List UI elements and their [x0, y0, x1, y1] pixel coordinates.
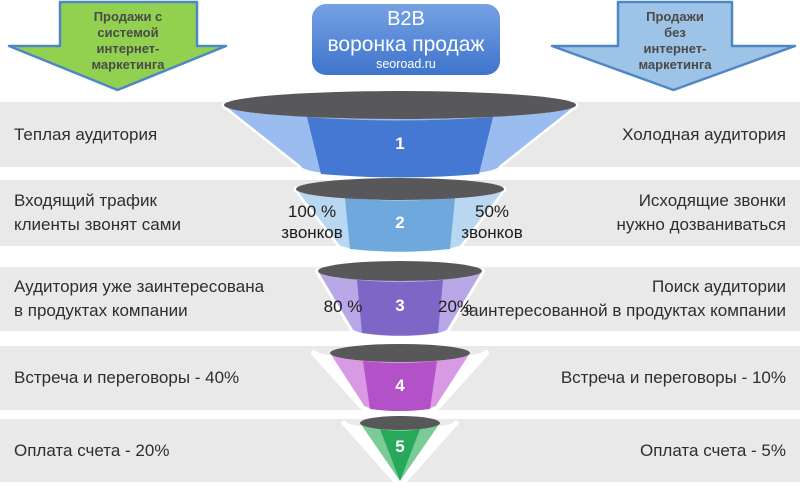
funnel-level-1-number: 1 [395, 134, 404, 153]
band-4-left-label: Встреча и переговоры - 40% [14, 346, 239, 410]
band-row-2: Входящий трафик клиенты звонят сами Исхо… [0, 180, 800, 246]
funnel-level-4: 4 [311, 344, 489, 414]
band-2-left-line2: клиенты звонят сами [14, 215, 181, 234]
funnel-level-2-front [345, 198, 455, 252]
band-2-right-line1: Исходящие звонки [638, 191, 786, 210]
annotation-incoming-calls-unit: звонков [281, 223, 343, 242]
funnel-level-1-front [307, 117, 493, 178]
band-2-left-label: Входящий трафик клиенты звонят сами [14, 180, 181, 246]
annotation-outgoing-calls: 50% звонков [432, 201, 552, 243]
band-3-right-label: Поиск аудитории заинтересованной в проду… [461, 267, 786, 331]
band-5-right-line1: Оплата счета - 5% [640, 440, 786, 460]
right-arrow-line3: интернет- [643, 41, 707, 56]
band-1-left-line1: Теплая аудитория [14, 124, 158, 144]
left-arrow-line2: системой [97, 25, 159, 40]
annotation-incoming-calls-value: 100 % [287, 202, 337, 221]
band-5-left-line1: Оплата счета - 20% [14, 440, 170, 460]
funnel-level-3-front [357, 280, 443, 336]
band-3-left-line2: в продуктах компании [14, 301, 188, 320]
banner-title-funnel: воронка продаж [327, 33, 485, 56]
band-1-left-label: Теплая аудитория [14, 102, 157, 167]
funnel-level-4-number: 4 [395, 376, 405, 395]
funnel-level-5-number: 5 [395, 437, 404, 456]
right-down-arrow-icon [550, 0, 797, 92]
funnel-level-1-top [224, 91, 576, 119]
band-5-right-label: Оплата счета - 5% [640, 419, 786, 482]
right-arrow-line4: маркетинга [638, 57, 712, 72]
right-arrow-line1: Продажи [646, 9, 704, 24]
left-down-arrow-icon [7, 0, 228, 92]
band-2-right-line2: нужно дозваниваться [616, 215, 786, 234]
annotation-left-interest: 80 % [303, 296, 383, 317]
arrows-layer [7, 0, 797, 92]
funnel-level-2-number: 2 [395, 213, 404, 232]
funnel-level-5: 5 [341, 416, 459, 489]
banner-site-url: seoroad.ru [376, 57, 436, 71]
funnel-level-4-top [330, 344, 470, 362]
funnel-level-3: 3 [315, 261, 485, 339]
band-2-left-line1: Входящий трафик [14, 191, 157, 210]
funnel-level-2: 2 [293, 178, 507, 255]
annotation-outgoing-calls-value: 50% [474, 202, 510, 221]
funnel-level-3-number: 3 [395, 296, 404, 315]
band-4-right-line1: Встреча и переговоры - 10% [560, 368, 786, 387]
funnel-level-4-front [363, 361, 437, 411]
left-arrow-line1: Продажи с [93, 9, 163, 24]
band-5-left-label: Оплата счета - 20% [14, 419, 169, 482]
funnel-level-1: 1 [221, 91, 579, 180]
funnel-level-5-front [380, 429, 420, 481]
left-arrow-label: Продажи с системой интернет- маркетинга [52, 9, 204, 73]
right-arrow-line2: без [664, 25, 686, 40]
banner-title-b2b: B2B [387, 8, 425, 30]
annotation-incoming-calls: 100 % звонков [252, 201, 372, 243]
band-3-left-label: Аудитория уже заинтересована в продуктах… [14, 267, 264, 331]
annotation-left-interest-value: 80 % [323, 297, 363, 316]
band-3-right-line2: заинтересованной в продуктах компании [461, 301, 786, 320]
right-arrow-label: Продажи без интернет- маркетинга [611, 9, 739, 73]
funnel-level-3-top [318, 261, 482, 281]
annotation-outgoing-calls-unit: звонков [461, 223, 523, 242]
band-4-right-label: Встреча и переговоры - 10% [561, 346, 786, 410]
band-4-left-line1: Встреча и переговоры - 40% [14, 368, 240, 387]
annotation-right-interest-value: 20% [437, 297, 473, 316]
band-3-right-line1: Поиск аудитории [652, 277, 786, 296]
left-arrow-line4: маркетинга [91, 57, 165, 72]
annotation-right-interest: 20% [415, 296, 495, 317]
funnel-level-2-top [296, 178, 504, 200]
band-1-right-line1: Холодная аудитория [622, 124, 786, 144]
band-1-right-label: Холодная аудитория [622, 102, 786, 167]
title-banner: B2B воронка продаж seoroad.ru [312, 4, 500, 75]
left-arrow-line3: интернет- [96, 41, 160, 56]
funnel-level-5-top [360, 416, 440, 430]
band-3-left-line1: Аудитория уже заинтересована [14, 277, 265, 296]
band-2-right-label: Исходящие звонки нужно дозваниваться [617, 180, 786, 246]
